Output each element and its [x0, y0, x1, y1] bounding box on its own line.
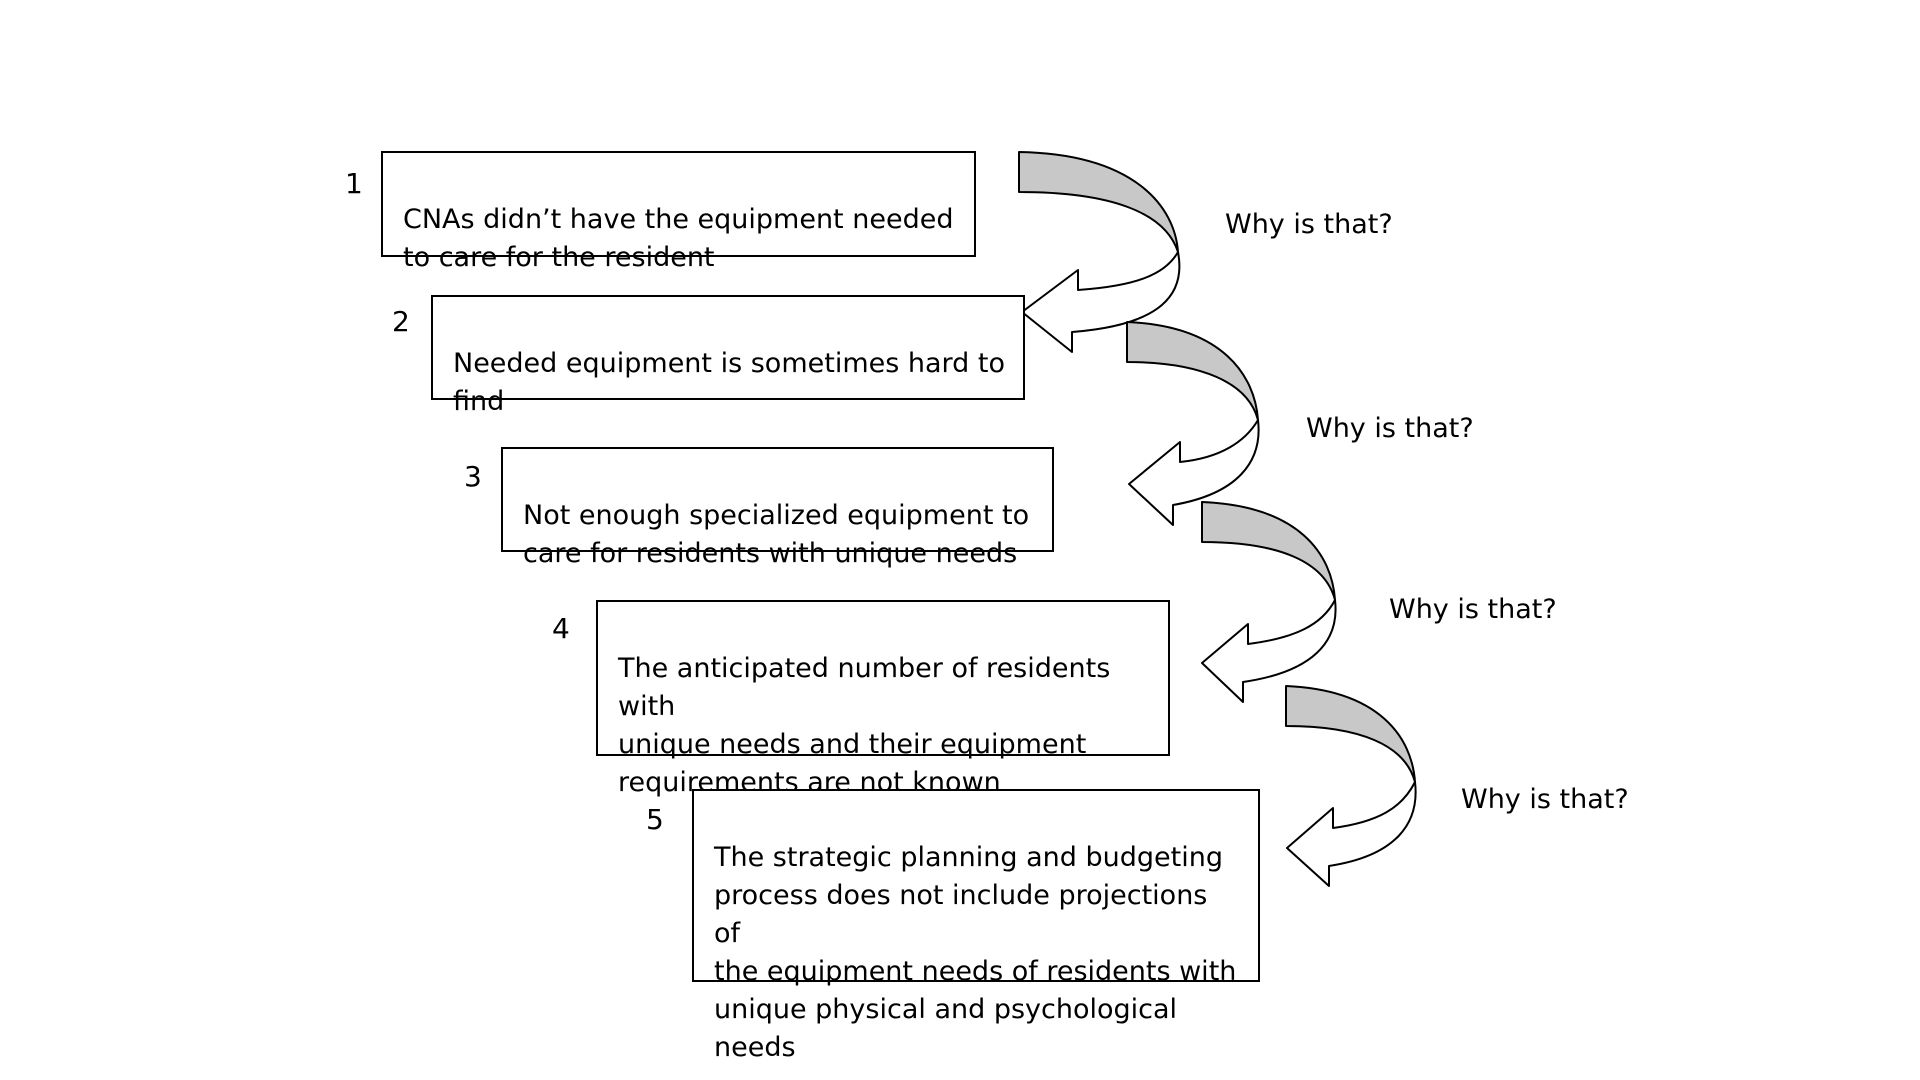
step-2-box: Needed equipment is sometimes hard to fi… [431, 295, 1025, 417]
step-1-box: CNAs didn’t have the equipment needed to… [381, 151, 976, 273]
step-3-number: 3 [464, 460, 482, 493]
curved-arrow-2-icon [1126, 321, 1260, 526]
step-1-number: 1 [345, 167, 363, 200]
why-label-1: Why is that? [1225, 209, 1393, 240]
step-5-box: The strategic planning and budgeting pro… [692, 789, 1260, 1063]
why-label-3: Why is that? [1389, 594, 1557, 625]
curved-arrow-3-icon [1201, 501, 1337, 703]
step-5-text: The strategic planning and budgeting pro… [714, 842, 1237, 1063]
step-4-text: The anticipated number of residents with… [618, 653, 1111, 798]
curved-arrow-4-icon [1285, 685, 1417, 887]
step-4-number: 4 [552, 612, 570, 645]
step-2-number: 2 [392, 305, 410, 338]
step-1-text: CNAs didn’t have the equipment needed to… [403, 204, 954, 273]
step-5-number: 5 [646, 803, 664, 836]
step-3-box: Not enough specialized equipment to care… [501, 447, 1054, 569]
why-label-2: Why is that? [1306, 413, 1474, 444]
why-label-4: Why is that? [1461, 784, 1629, 815]
step-4-box: The anticipated number of residents with… [596, 600, 1170, 798]
curved-arrow-1-icon [1018, 151, 1181, 353]
step-2-text: Needed equipment is sometimes hard to fi… [453, 348, 1005, 417]
step-3-text: Not enough specialized equipment to care… [523, 500, 1030, 569]
